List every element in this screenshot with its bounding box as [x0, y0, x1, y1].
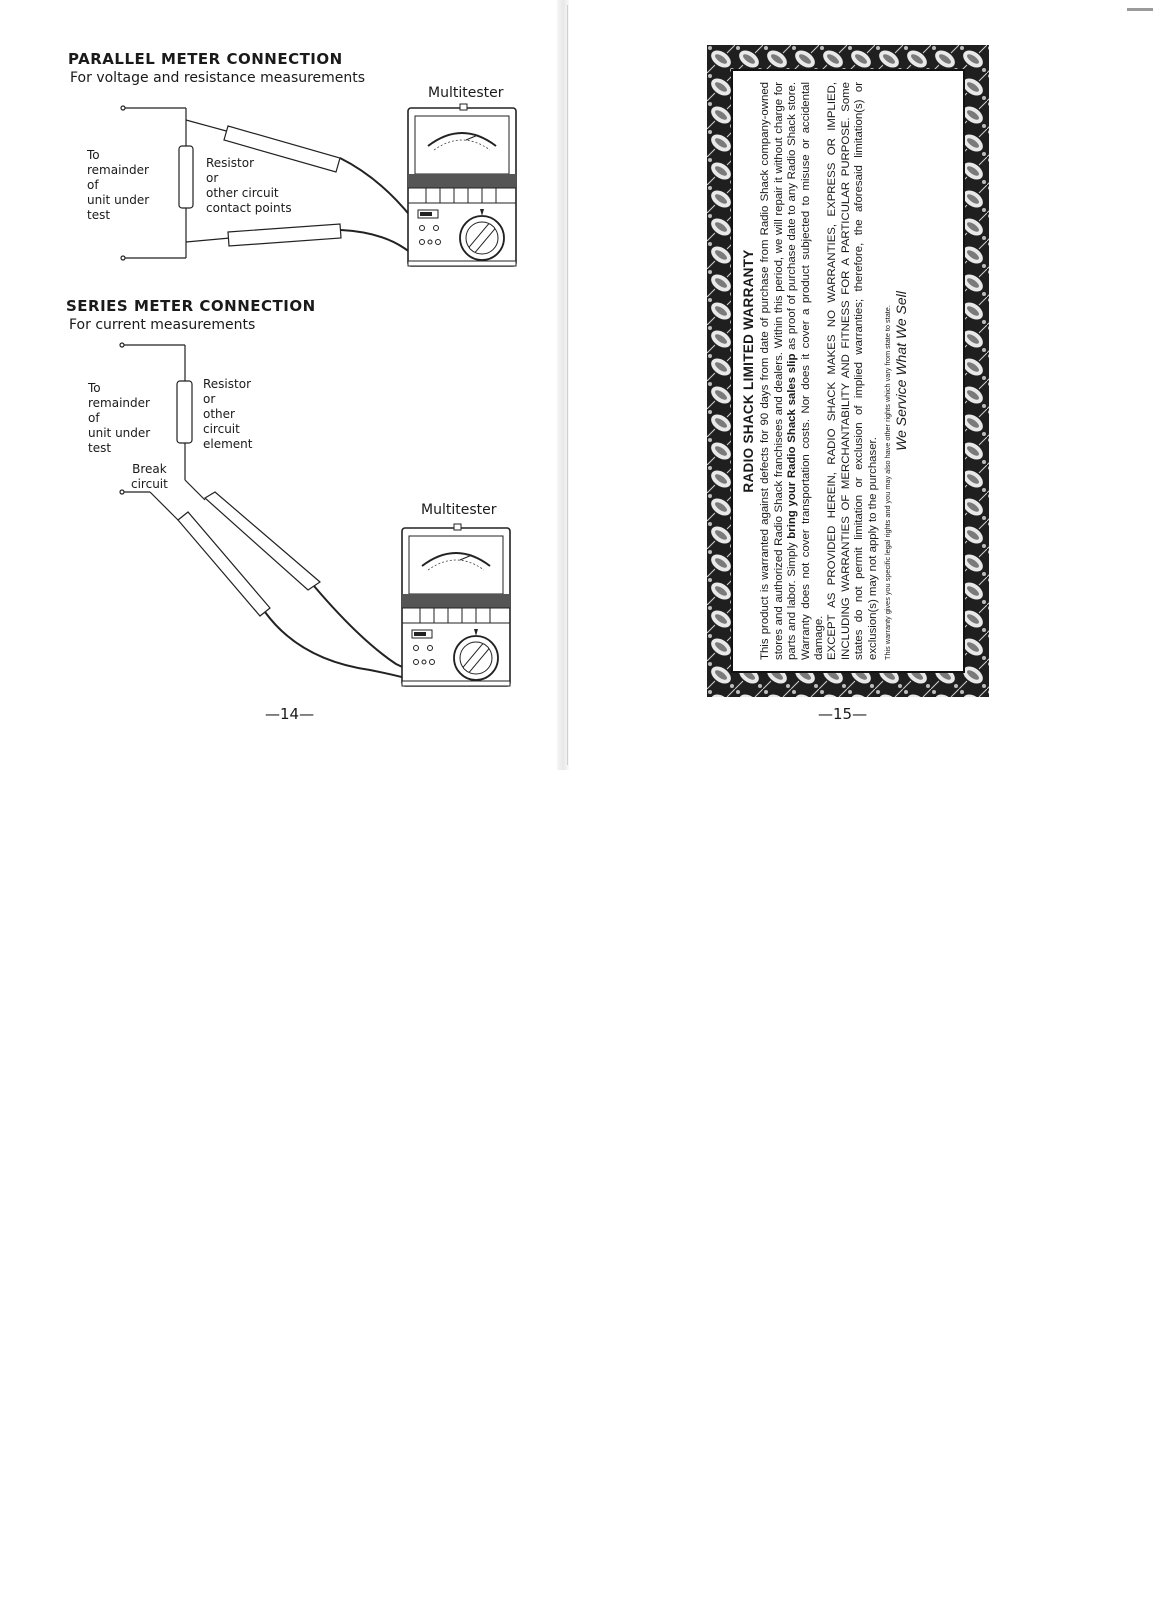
series-left-label: To remainder of unit under test	[88, 381, 151, 455]
parallel-left-label: To remainder of unit under test	[87, 148, 150, 222]
warranty-title: RADIO SHACK LIMITED WARRANTY	[741, 249, 756, 493]
series-diagram	[119, 342, 425, 683]
warranty-paragraph-2: EXCEPT AS PROVIDED HEREIN, RADIO SHACK M…	[826, 82, 879, 660]
warranty-panel: RADIO SHACK LIMITED WARRANTY This produc…	[734, 72, 962, 670]
series-break-label: Break circuit	[131, 462, 168, 491]
edge-mark	[1127, 8, 1153, 11]
meter-diagrams	[119, 103, 517, 687]
series-subtitle: For current measurements	[69, 317, 256, 333]
warranty-text-rotated: RADIO SHACK LIMITED WARRANTY This produc…	[734, 72, 962, 670]
page-fold-line	[567, 5, 568, 765]
page-number-right: —15—	[818, 705, 868, 723]
series-meter-label: Multitester	[421, 502, 497, 518]
parallel-subtitle: For voltage and resistance measurements	[70, 70, 366, 86]
page-fold	[557, 0, 569, 770]
warranty-slogan: We Service What We Sell	[893, 291, 910, 451]
warranty-paragraph-1: This product is warranted against defect…	[759, 82, 826, 660]
parallel-component-label: Resistor or other circuit contact points	[206, 156, 292, 215]
page-number-left: —14—	[265, 705, 315, 723]
parallel-title: PARALLEL METER CONNECTION	[68, 50, 343, 68]
parallel-diagram	[120, 105, 431, 261]
series-title: SERIES METER CONNECTION	[66, 297, 316, 315]
warranty-fine-print: This warranty gives you specific legal r…	[883, 305, 893, 660]
warranty-p1-bold: bring your Radio Shack sales slip	[786, 353, 799, 539]
series-component-label: Resistor or other circuit element	[203, 377, 253, 451]
parallel-meter-label: Multitester	[428, 85, 504, 101]
